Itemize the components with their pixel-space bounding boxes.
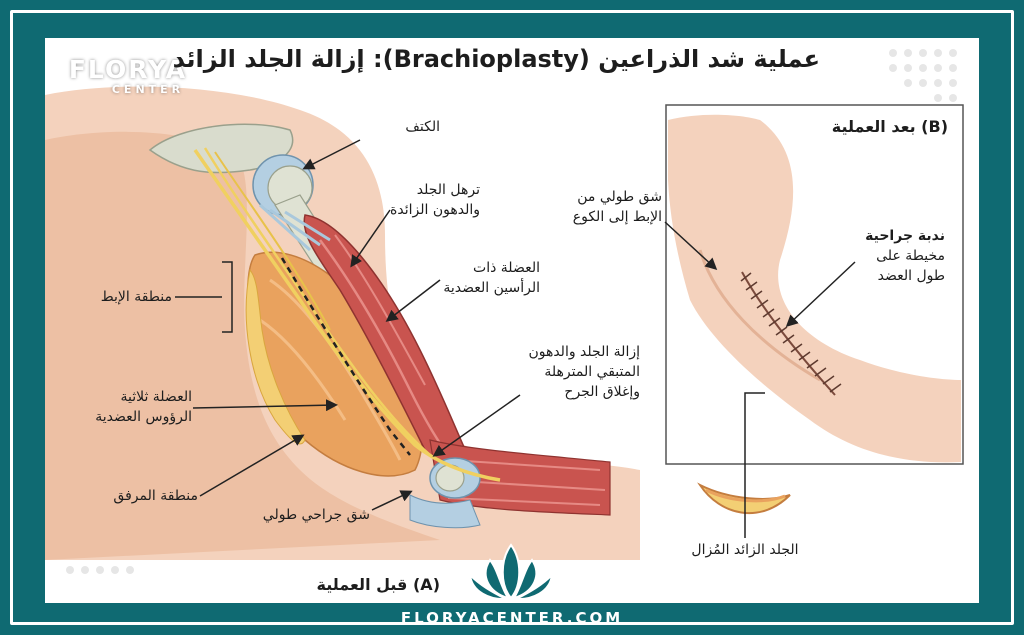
- label-removal: إزالة الجلد والدهون المتبقي المترهلة وإغ…: [500, 342, 640, 402]
- nerve: [193, 148, 501, 482]
- label-scar-line1: مخيطة على: [876, 248, 945, 264]
- label-removal-line1: إزالة الجلد والدهون: [528, 344, 640, 360]
- label-triceps-line1: العضلة ثلاثية: [120, 389, 192, 405]
- label-longitudinal-line2: الإبط إلى الكوع: [572, 209, 662, 225]
- label-sagging-line2: والدهون الزائدة: [390, 202, 480, 218]
- leader-longitudinal: [664, 221, 718, 271]
- outer-frame: [10, 10, 1014, 625]
- label-biceps-line2: الرأسين العضدية: [443, 280, 540, 296]
- scar-line: [741, 271, 836, 396]
- label-removed-skin: الجلد الزائد المُزال: [691, 542, 799, 558]
- label-longitudinal-line1: شق طولي من: [577, 189, 662, 205]
- label-scar-title: ندبة جراحية: [865, 228, 945, 244]
- incision-line: [280, 257, 411, 456]
- after-arm-skin: [668, 114, 961, 463]
- label-removal-line3: وإغلاق الجرح: [564, 384, 640, 400]
- leader-removal: [432, 394, 521, 457]
- forearm-muscle: [429, 439, 611, 516]
- leader-biceps: [385, 279, 441, 322]
- label-triceps-line2: الرؤوس العضدية: [95, 409, 192, 425]
- leader-sagging: [350, 209, 391, 268]
- fat-tissue: [245, 268, 306, 445]
- label-shoulder: الكتف: [405, 119, 440, 135]
- label-scar-line2: طول العضد: [877, 268, 945, 284]
- after-arm-illustration: [668, 114, 961, 463]
- caption-before: (A) قبل العملية: [316, 575, 440, 594]
- page-title: عملية شد الذراعين (Brachioplasty): إزالة…: [172, 45, 820, 73]
- label-sagging: ترهل الجلد والدهون الزائدة: [370, 180, 480, 220]
- label-longitudinal: شق طولي من الإبط إلى الكوع: [540, 187, 662, 227]
- scapula: [148, 123, 294, 174]
- label-elbow: منطقة المرفق: [113, 488, 198, 504]
- label-sagging-line1: ترهل الجلد: [416, 182, 480, 198]
- label-triceps: العضلة ثلاثية الرؤوس العضدية: [70, 387, 192, 427]
- label-removal-line2: المتبقي المترهلة: [544, 364, 640, 380]
- leader-removed: [744, 392, 765, 538]
- dot-pattern-top-right: [889, 49, 957, 102]
- label-biceps: العضلة ذات الرأسين العضدية: [420, 258, 540, 298]
- label-armpit: منطقة الإبط: [100, 289, 172, 305]
- brand-name: FLORYA: [68, 55, 188, 84]
- label-biceps-line1: العضلة ذات: [473, 260, 540, 276]
- label-incision: شق جراحي طولي: [262, 507, 370, 523]
- label-scar: ندبة جراحية مخيطة على طول العضد: [845, 226, 945, 286]
- leader-incision: [371, 490, 413, 511]
- brand-logo: FLORYA CENTER: [68, 56, 188, 96]
- leader-triceps: [192, 399, 338, 412]
- lotus-logo: [468, 543, 554, 601]
- leader-shoulder: [302, 139, 361, 170]
- leader-scar: [785, 261, 856, 328]
- leader-elbow: [199, 434, 305, 497]
- footer-url[interactable]: FLORYACENTER.COM: [400, 609, 624, 627]
- brand-sub: CENTER: [111, 83, 185, 96]
- before-arm-illustration: [45, 86, 640, 560]
- caption-after: (B) بعد العملية: [831, 117, 948, 136]
